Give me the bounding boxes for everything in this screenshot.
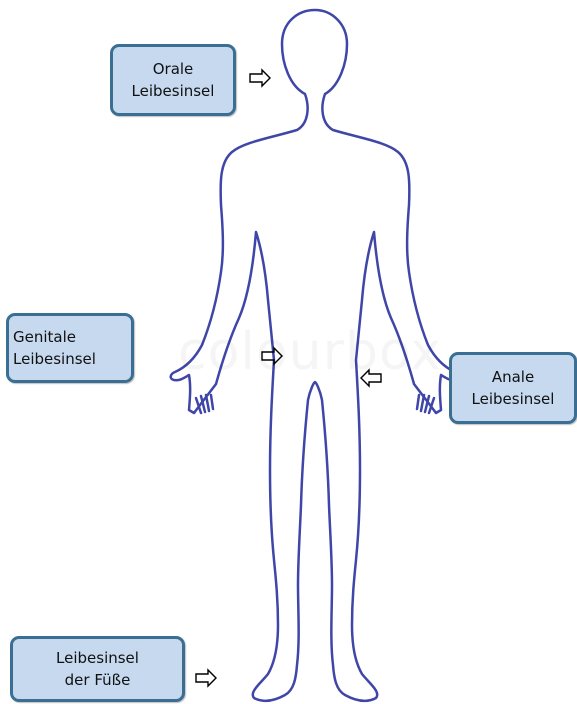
watermark: colourbox xyxy=(178,322,442,382)
label-genital-line2: Leibesinsel xyxy=(13,348,96,370)
label-oral-line1: Orale xyxy=(153,58,194,80)
arrow-oral-icon xyxy=(250,70,270,86)
label-feet-line1: Leibesinsel xyxy=(56,647,139,669)
label-oral-leibesinsel: Orale Leibesinsel xyxy=(110,44,236,116)
label-oral-line2: Leibesinsel xyxy=(132,80,215,102)
label-feet-line2: der Füße xyxy=(65,669,131,691)
label-genital-leibesinsel: Genitale Leibesinsel xyxy=(6,313,134,383)
arrow-feet-icon xyxy=(196,670,216,686)
label-feet-leibesinsel: Leibesinsel der Füße xyxy=(10,636,185,702)
label-anal-line1: Anale xyxy=(492,366,534,388)
label-genital-line1: Genitale xyxy=(13,326,76,348)
label-anal-line2: Leibesinsel xyxy=(472,388,555,410)
label-anal-leibesinsel: Anale Leibesinsel xyxy=(449,352,577,424)
